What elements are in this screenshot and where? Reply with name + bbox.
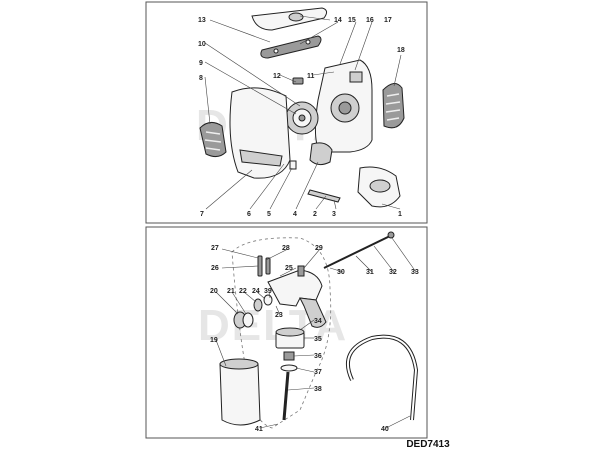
callout-19: 19 <box>210 337 218 344</box>
dashed-group-outline <box>231 237 332 429</box>
part-shaft-pin <box>307 189 341 203</box>
callout-14: 14 <box>334 17 342 24</box>
callout-20: 20 <box>210 288 218 295</box>
part-fan-rotor <box>285 101 319 135</box>
watermark-bottom: DELTA <box>198 301 348 350</box>
callout-29: 29 <box>315 245 323 252</box>
callout-22: 22 <box>239 288 247 295</box>
callout-7: 7 <box>200 211 204 218</box>
top-leader-lines <box>204 15 402 210</box>
part-air-hose <box>346 334 419 421</box>
callout-40: 40 <box>381 426 389 433</box>
callout-3: 3 <box>332 211 336 218</box>
part-extension-rod <box>323 231 395 269</box>
part-small-clip <box>292 77 304 85</box>
callout-12: 12 <box>273 73 281 80</box>
callout-27: 27 <box>211 245 219 252</box>
callout-30: 30 <box>337 269 345 276</box>
callout-39: 39 <box>264 288 272 295</box>
top-callouts: 13 14 15 16 17 18 10 9 12 11 8 7 6 5 4 2… <box>198 17 405 218</box>
callout-35: 35 <box>314 336 322 343</box>
callout-23: 23 <box>275 312 283 319</box>
callout-34: 34 <box>314 318 322 325</box>
part-nozzle-connector <box>309 142 333 166</box>
part-spray-gun-body <box>267 265 327 328</box>
bottom-callouts: 27 28 29 26 25 30 31 32 33 20 21 22 24 3… <box>210 245 419 433</box>
part-bracket-plate <box>260 35 322 59</box>
callout-41: 41 <box>255 426 263 433</box>
callout-32: 32 <box>389 269 397 276</box>
part-small-ring <box>289 160 297 170</box>
callout-11: 11 <box>307 73 315 80</box>
callout-31: 31 <box>366 269 374 276</box>
callout-37: 37 <box>314 369 322 376</box>
callout-1: 1 <box>398 211 402 218</box>
callout-5: 5 <box>267 211 271 218</box>
callout-24: 24 <box>252 288 260 295</box>
callout-6: 6 <box>247 211 251 218</box>
bottom-panel-frame <box>145 226 428 439</box>
callout-4: 4 <box>293 211 297 218</box>
callout-28: 28 <box>282 245 290 252</box>
part-handle-base <box>357 166 401 208</box>
part-main-shell <box>229 87 291 179</box>
part-nozzle-set <box>233 294 273 329</box>
callout-8: 8 <box>199 75 203 82</box>
callout-15: 15 <box>348 17 356 24</box>
part-side-filter-left <box>199 122 227 158</box>
part-container-lid <box>275 327 305 349</box>
callout-2: 2 <box>313 211 317 218</box>
callout-26: 26 <box>211 265 219 272</box>
callout-21: 21 <box>227 288 235 295</box>
callout-36: 36 <box>314 353 322 360</box>
callout-13: 13 <box>198 17 206 24</box>
part-side-filter-right <box>382 83 405 129</box>
callout-18: 18 <box>397 47 405 54</box>
callout-38: 38 <box>314 386 322 393</box>
part-motor-housing <box>314 59 373 153</box>
part-container-valve <box>280 351 298 372</box>
top-panel-frame <box>145 1 428 224</box>
part-top-cover <box>251 7 328 31</box>
diagram-code: DED7413 <box>406 439 450 450</box>
callout-33: 33 <box>411 269 419 276</box>
bottom-leader-lines <box>215 237 417 429</box>
callout-17: 17 <box>384 17 392 24</box>
callout-9: 9 <box>199 60 203 67</box>
part-paint-container <box>219 358 261 426</box>
part-suction-tube <box>282 371 290 421</box>
callout-16: 16 <box>366 17 374 24</box>
callout-25: 25 <box>285 265 293 272</box>
callout-10: 10 <box>198 41 206 48</box>
